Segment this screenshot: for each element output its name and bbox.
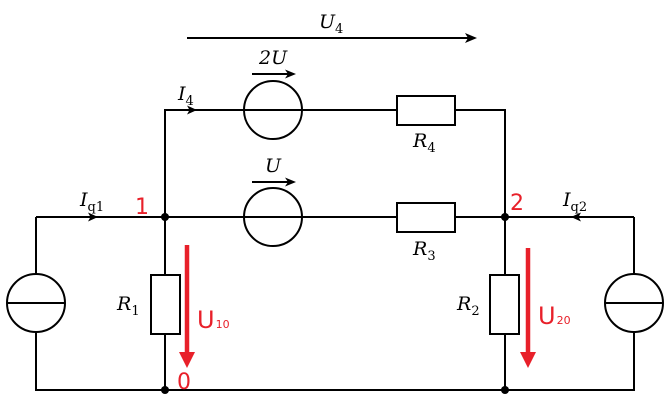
junction-node1 <box>161 213 169 221</box>
r3-label: R3 <box>412 238 436 264</box>
junction-node0-left <box>161 386 169 394</box>
source-u-arrowhead <box>285 177 296 187</box>
r2-label: R2 <box>456 293 480 319</box>
u4-arrowhead <box>465 33 477 43</box>
node2-label: 2 <box>510 191 524 216</box>
top-branch-wire <box>164 109 506 217</box>
i4-arrowhead <box>187 105 197 115</box>
iq2-arrowhead <box>571 212 581 222</box>
source-2u-arrowhead <box>285 69 296 79</box>
i4-label: I4 <box>177 83 194 109</box>
junction-node0-right <box>501 386 509 394</box>
u20-arrowhead <box>520 352 536 368</box>
iq1-label: Iq1 <box>79 189 104 215</box>
source-u-label: U <box>265 155 282 177</box>
node0-label: 0 <box>177 370 191 395</box>
r1-label: R1 <box>116 293 140 319</box>
resistor-r1 <box>150 274 181 335</box>
resistor-r3 <box>396 202 456 233</box>
r4-label: R4 <box>412 130 436 156</box>
iq2-label: Iq2 <box>562 189 587 215</box>
u4-label: U4 <box>319 11 343 37</box>
iq1-arrowhead <box>88 212 98 222</box>
u20-label: U20 <box>538 302 571 330</box>
node1-label: 1 <box>135 195 149 220</box>
u10-arrowhead <box>179 352 195 368</box>
source-2u-label: 2U <box>258 47 288 69</box>
u10-label: U10 <box>197 306 230 334</box>
junction-node2 <box>501 213 509 221</box>
resistor-r4 <box>396 95 456 126</box>
resistor-r2 <box>489 274 520 335</box>
